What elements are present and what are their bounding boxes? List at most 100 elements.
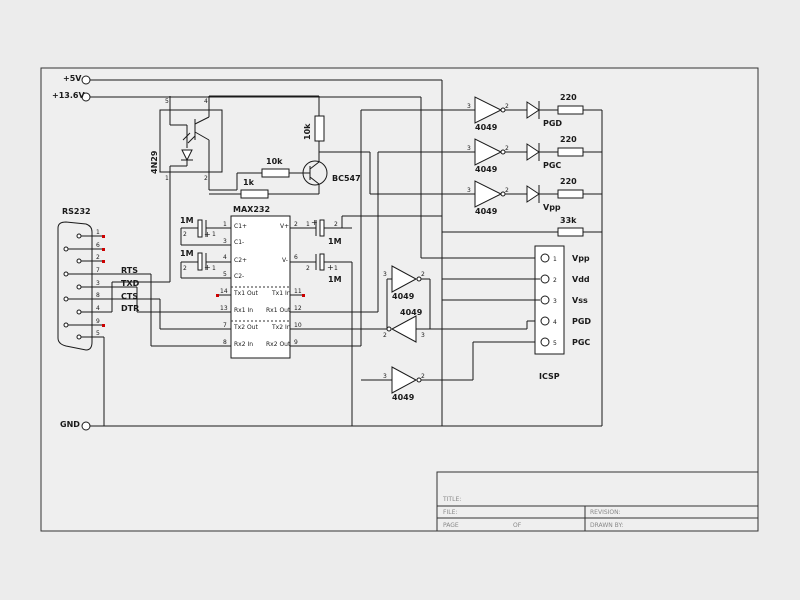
svg-text:PGD: PGD: [543, 119, 562, 128]
svg-text:5: 5: [96, 330, 100, 337]
capacitor-c2: 1M 2 1 +: [180, 249, 231, 279]
svg-text:+: +: [327, 263, 334, 272]
svg-text:220: 220: [560, 93, 577, 102]
svg-text:3: 3: [553, 298, 557, 305]
svg-text:Rx2 In: Rx2 In: [234, 341, 253, 348]
svg-text:5: 5: [223, 271, 227, 278]
svg-text:PGC: PGC: [572, 338, 590, 347]
svg-text:220: 220: [560, 177, 577, 186]
title-block: TITLE: FILE: PAGE OF REVISION: DRAWN BY:: [436, 471, 759, 532]
svg-text:9: 9: [96, 318, 100, 325]
icsp-label: ICSP: [539, 372, 560, 381]
svg-text:Rx1 In: Rx1 In: [234, 307, 253, 314]
svg-text:Rx2 Out: Rx2 Out: [266, 341, 291, 348]
v136-label: +13.6V: [52, 91, 85, 100]
svg-text:2: 2: [553, 277, 557, 284]
svg-text:Tx2 Out: Tx2 Out: [233, 324, 258, 331]
page-label: PAGE: [443, 522, 459, 529]
svg-text:4049: 4049: [475, 123, 498, 132]
svg-text:10: 10: [294, 322, 302, 329]
buffer-pgd: 3 2 4049: [467, 96, 527, 132]
svg-text:1: 1: [223, 221, 227, 228]
svg-text:10k: 10k: [266, 157, 283, 166]
capacitor-c1: 1M 2 1 +: [180, 216, 231, 246]
svg-text:12: 12: [294, 305, 302, 312]
svg-text:1M: 1M: [180, 216, 194, 225]
svg-text:10k: 10k: [303, 123, 312, 140]
svg-text:3: 3: [223, 238, 227, 245]
svg-text:4049: 4049: [475, 165, 498, 174]
max232-output-wiring: [290, 109, 475, 347]
optocoupler-label: 4N29: [150, 150, 159, 174]
svg-text:1k: 1k: [243, 178, 255, 187]
svg-text:3: 3: [467, 145, 471, 152]
svg-text:2: 2: [505, 145, 509, 152]
svg-text:3: 3: [421, 332, 425, 339]
capacitor-c3: 1 2 + 1M: [290, 215, 442, 246]
svg-text:4: 4: [223, 254, 227, 261]
resistor-1k: 1k: [209, 178, 269, 199]
resistor-10k-horizontal: 10k: [236, 157, 290, 190]
svg-text:220: 220: [560, 135, 577, 144]
svg-text:Vpp: Vpp: [572, 254, 590, 263]
revision-label: REVISION:: [590, 509, 621, 516]
svg-text:6: 6: [294, 254, 298, 261]
svg-text:9: 9: [294, 339, 298, 346]
led-pgc: PGC 220: [526, 135, 602, 170]
svg-text:3: 3: [383, 373, 387, 380]
led-vpp: Vpp 220: [526, 177, 602, 212]
svg-text:5: 5: [553, 340, 557, 347]
svg-text:1M: 1M: [180, 249, 194, 258]
signal-rts: RTS: [121, 266, 138, 275]
svg-text:3: 3: [383, 271, 387, 278]
buffer-lower-2: 2 3 4049: [383, 308, 540, 343]
svg-text:2: 2: [183, 265, 187, 272]
file-label: FILE:: [443, 509, 457, 516]
max232-label: MAX232: [233, 205, 270, 214]
v5-label: +5V: [63, 74, 82, 83]
svg-text:8: 8: [223, 339, 227, 346]
signal-txd: TXD: [121, 279, 140, 288]
svg-text:1M: 1M: [328, 237, 342, 246]
svg-text:+: +: [204, 230, 211, 239]
svg-text:C2+: C2+: [234, 257, 247, 264]
svg-text:2: 2: [334, 221, 338, 228]
svg-text:V-: V-: [282, 257, 288, 264]
icsp-header: ICSP 1 2 3 4 5 Vpp Vdd Vss PGD PGC: [442, 245, 591, 381]
svg-text:4049: 4049: [392, 393, 415, 402]
svg-text:Vdd: Vdd: [572, 275, 590, 284]
svg-text:14: 14: [220, 288, 228, 295]
max232-chip: MAX232 C1+ C1- C2+ C2- Tx1 Out Rx1 In Tx…: [220, 205, 302, 359]
svg-text:Rx1 Out: Rx1 Out: [266, 307, 291, 314]
svg-text:33k: 33k: [560, 216, 577, 225]
signal-dtr: DTR: [121, 304, 139, 313]
svg-text:1: 1: [165, 175, 169, 182]
svg-text:2: 2: [383, 332, 387, 339]
svg-text:3: 3: [467, 187, 471, 194]
svg-text:2: 2: [294, 221, 298, 228]
svg-text:4049: 4049: [400, 308, 423, 317]
of-label: OF: [513, 522, 522, 529]
svg-text:5: 5: [165, 98, 169, 105]
svg-text:1: 1: [212, 265, 216, 272]
drawn-by-label: DRAWN BY:: [590, 522, 623, 529]
svg-text:Tx1 In: Tx1 In: [271, 290, 291, 297]
svg-text:1: 1: [212, 231, 216, 238]
svg-text:PGD: PGD: [572, 317, 591, 326]
buffer-pgc: 3 2 4049: [467, 138, 527, 174]
svg-text:Tx2 In: Tx2 In: [271, 324, 291, 331]
gnd-label: GND: [60, 420, 80, 429]
svg-text:1: 1: [553, 256, 557, 263]
svg-text:1M: 1M: [328, 275, 342, 284]
svg-text:2: 2: [204, 175, 208, 182]
svg-text:13: 13: [220, 305, 228, 312]
svg-text:3: 3: [96, 280, 100, 287]
svg-text:Vss: Vss: [572, 296, 588, 305]
svg-text:4049: 4049: [475, 207, 498, 216]
capacitor-c4: 2 1 + 1M: [290, 253, 353, 426]
transistor-label: BC547: [332, 174, 361, 183]
optocoupler-4n29: 5 4 1 2 4N29: [150, 95, 320, 196]
svg-text:C2-: C2-: [234, 273, 244, 280]
resistor-33k: 33k: [442, 216, 602, 237]
